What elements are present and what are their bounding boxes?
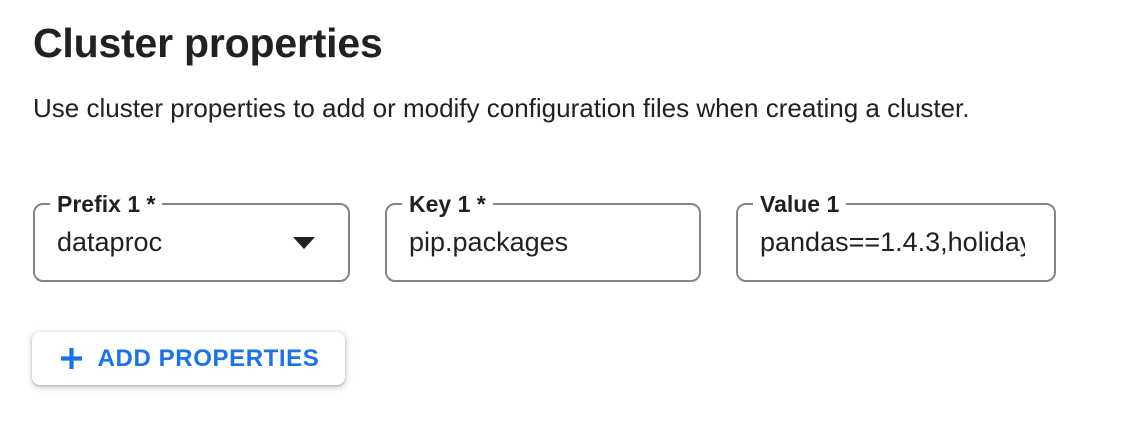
add-properties-button[interactable]: ADD PROPERTIES bbox=[32, 332, 345, 385]
add-properties-label: ADD PROPERTIES bbox=[97, 344, 320, 372]
prefix-label: Prefix 1 * bbox=[50, 191, 163, 218]
plus-icon bbox=[60, 348, 82, 369]
page-description: Use cluster properties to add or modify … bbox=[33, 93, 970, 123]
dropdown-arrow-icon bbox=[293, 236, 315, 249]
prefix-value: dataproc bbox=[57, 227, 163, 257]
value-label: Value 1 bbox=[753, 191, 847, 218]
prefix-dropdown[interactable]: Prefix 1 * dataproc bbox=[33, 191, 350, 282]
page-title: Cluster properties bbox=[33, 20, 383, 66]
key-label: Key 1 * bbox=[402, 191, 493, 218]
property-row: Prefix 1 * dataproc Key 1 * Value 1 bbox=[33, 191, 1056, 282]
key-field: Key 1 * bbox=[385, 191, 701, 282]
value-field: Value 1 bbox=[736, 191, 1056, 282]
